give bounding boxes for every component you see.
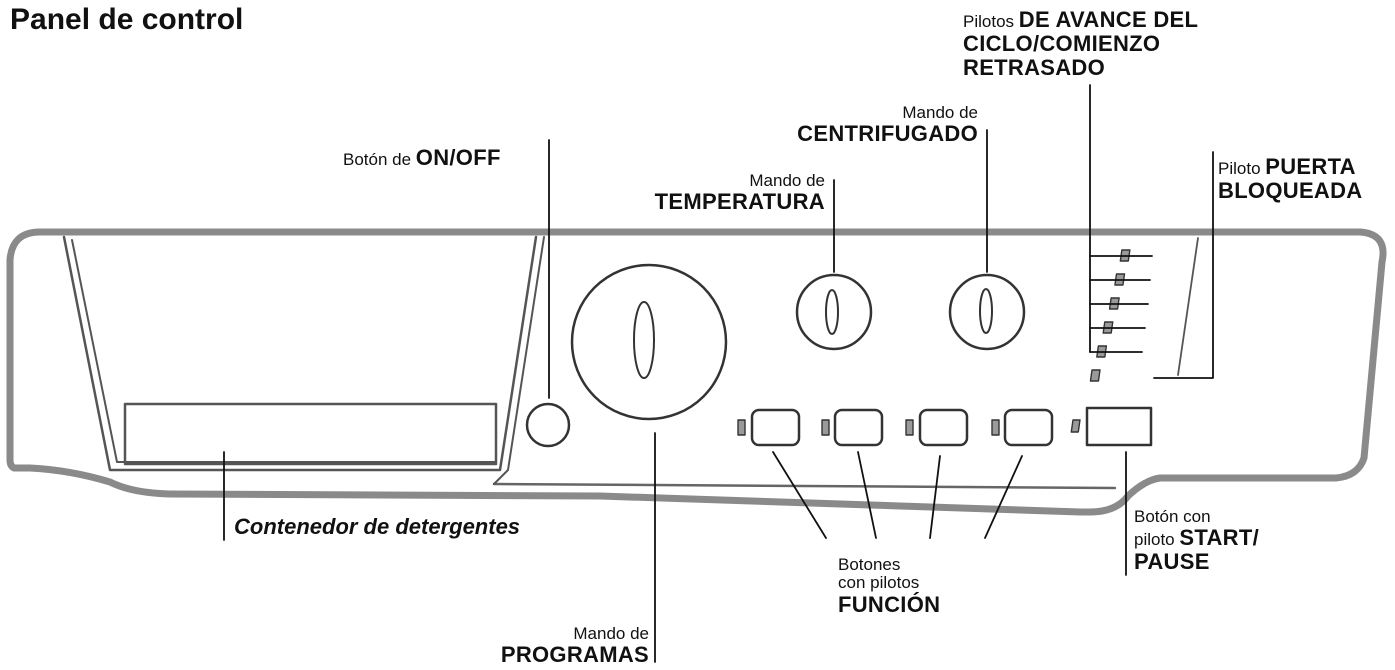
leader-puerta: [1153, 151, 1214, 379]
detergent-drawer-side: [493, 236, 545, 485]
temperature-dial-grip: [825, 289, 839, 335]
programs-dial[interactable]: [570, 263, 728, 421]
leader-funcion-4: [984, 455, 1023, 539]
panel-lower-edge: [492, 482, 1117, 490]
leader-funcion-3: [929, 455, 941, 539]
spin-dial-grip: [979, 288, 993, 334]
leader-funcion-2: [857, 451, 877, 539]
start-pause-label: Botón con piloto START/ PAUSE: [1134, 507, 1259, 575]
on-off-label: Botón de ON/OFF: [343, 145, 501, 170]
function-button-4[interactable]: [991, 408, 1054, 447]
leader-funcion-1: [772, 451, 827, 539]
function-buttons-label: Botones con pilotos FUNCIÓN: [838, 555, 941, 617]
temperature-dial[interactable]: [795, 273, 873, 351]
panel-outline: [6, 228, 1387, 516]
detergent-drawer: [62, 235, 538, 472]
progress-leds-label: Pilotos DE AVANCE DEL CICLO/COMIENZO RET…: [963, 7, 1199, 80]
start-pause-button[interactable]: [1070, 406, 1153, 447]
spin-dial[interactable]: [948, 273, 1026, 351]
programs-dial-grip: [633, 301, 655, 379]
page-title: Panel de control: [10, 3, 244, 36]
programs-label: Mando de PROGRAMAS: [500, 624, 649, 668]
function-button-3[interactable]: [905, 408, 969, 447]
temperature-label: Mando de TEMPERATURA: [654, 171, 825, 215]
detergent-drawer-label: Contenedor de detergentes: [234, 514, 521, 539]
door-locked-label: Piloto PUERTA BLOQUEADA: [1218, 154, 1363, 203]
led-panel-edge: [1177, 237, 1199, 376]
door-locked-led: [1089, 369, 1101, 382]
on-off-button[interactable]: [525, 402, 571, 448]
function-button-2[interactable]: [821, 408, 884, 447]
detergent-drawer-handle[interactable]: [123, 402, 498, 466]
function-button-1[interactable]: [737, 408, 801, 447]
detergent-drawer-inner: [71, 239, 496, 463]
spin-label: Mando de CENTRIFUGADO: [797, 103, 978, 147]
